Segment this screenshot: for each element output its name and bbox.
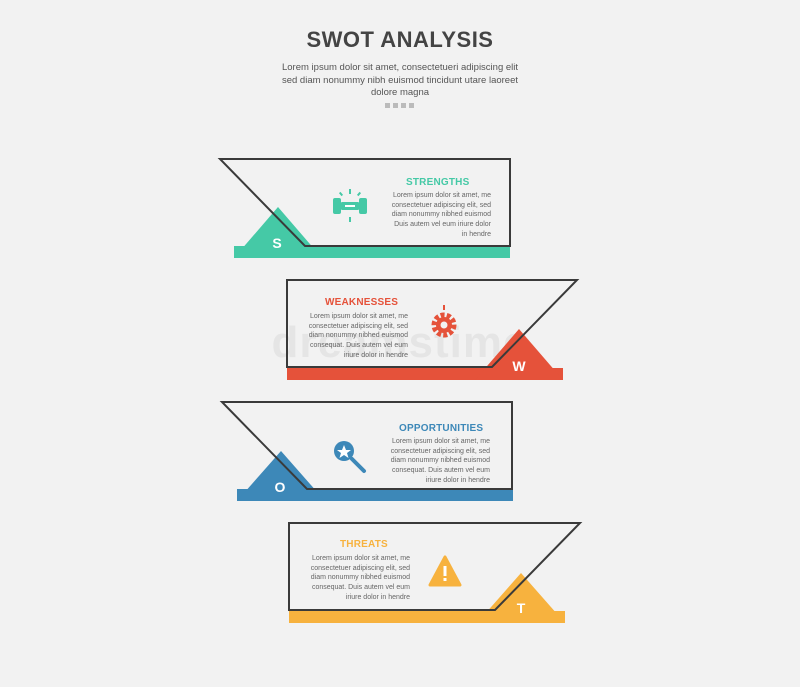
opportunities-title: OPPORTUNITIES <box>399 423 484 434</box>
opportunities-triangle <box>237 451 325 501</box>
weaknesses-triangle <box>475 329 563 380</box>
threats-letter: T <box>517 600 526 616</box>
opportunities-letter: O <box>275 479 286 495</box>
opportunities-body: Lorem ipsum dolor sit amet, me consectet… <box>390 438 490 484</box>
gear-icon <box>431 305 457 338</box>
threats-outline <box>288 522 583 611</box>
threats-triangle <box>477 573 565 623</box>
strengths-triangle <box>234 207 322 258</box>
search-star-icon <box>334 441 366 473</box>
strengths-card: S <box>217 158 511 258</box>
page-title: SWOT ANALYSIS <box>306 27 494 52</box>
opportunities-card: O <box>219 401 513 501</box>
strengths-letter: S <box>272 235 281 251</box>
weaknesses-title: WEAKNESSES <box>325 297 399 308</box>
separator-dots <box>385 103 414 108</box>
weaknesses-card: W <box>286 279 580 380</box>
threats-card: T <box>288 522 583 623</box>
warning-icon <box>428 555 462 587</box>
strengths-body: Lorem ipsum dolor sit amet, me consectet… <box>391 192 491 238</box>
weaknesses-letter: W <box>512 358 526 374</box>
weaknesses-body: Lorem ipsum dolor sit amet, me consectet… <box>308 313 408 359</box>
watermark-text: dreamstime <box>271 318 529 367</box>
page-subtitle: Lorem ipsum dolor sit amet, consectetuer… <box>281 62 519 98</box>
strengths-outline <box>217 158 511 247</box>
threats-title: THREATS <box>340 539 388 550</box>
threats-body: Lorem ipsum dolor sit amet, me consectet… <box>310 555 410 601</box>
weaknesses-outline <box>286 279 580 368</box>
strengths-title: STRENGTHS <box>406 177 470 188</box>
opportunities-outline <box>219 401 513 490</box>
dumbbell-icon <box>333 189 367 222</box>
